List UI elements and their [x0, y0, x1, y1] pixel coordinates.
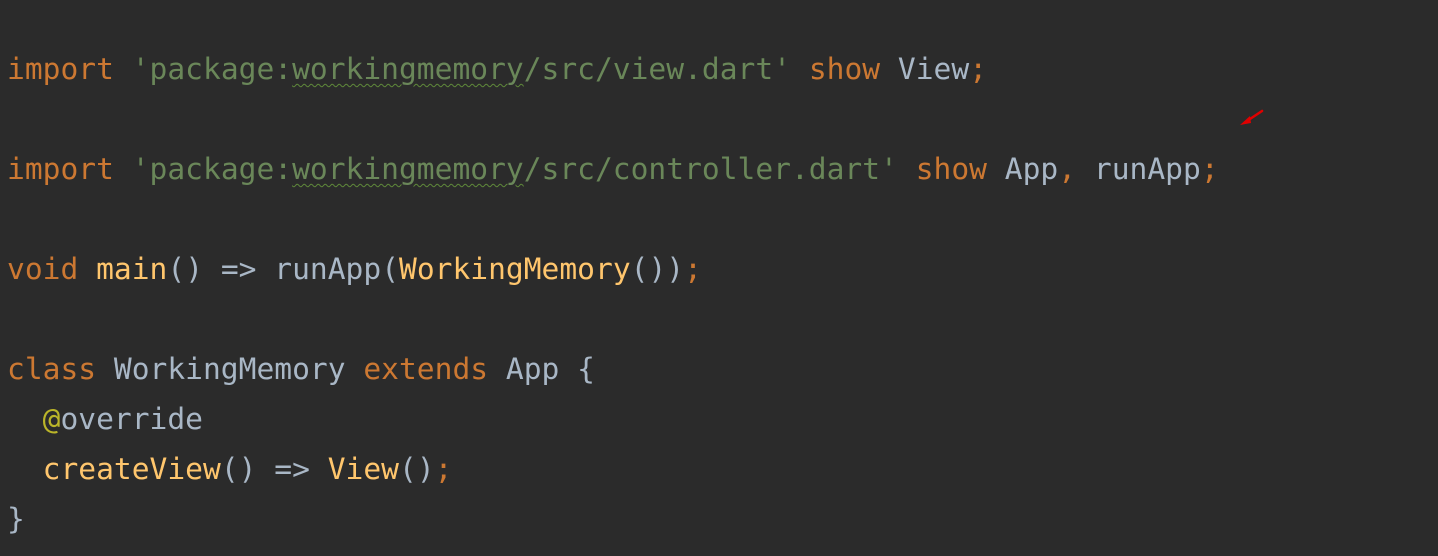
code-token-identifier: WorkingMemory: [96, 352, 364, 386]
code-token-identifier: override: [60, 402, 204, 436]
code-token-keyword: show: [915, 152, 987, 186]
code-token-identifier: View: [880, 52, 970, 86]
code-token-keyword: ;: [1200, 152, 1219, 186]
code-token-keyword: ,: [1058, 152, 1077, 186]
code-token-string: workingmemory: [292, 152, 524, 186]
code-token-function: WorkingMemory: [399, 252, 631, 286]
code-token-function: createView: [42, 452, 221, 486]
code-token-string: /src/controller.dart': [523, 152, 898, 186]
code-token-identifier: [114, 52, 132, 86]
code-token-keyword: import: [7, 152, 114, 186]
code-token-identifier: [791, 52, 809, 86]
red-arrow-icon: [1240, 109, 1264, 125]
code-token-identifier: [114, 152, 132, 186]
code-line-main[interactable]: void main() => runApp(WorkingMemory());: [7, 244, 702, 294]
code-token-keyword: ;: [969, 52, 988, 86]
code-line-import-controller[interactable]: import 'package:workingmemory/src/contro…: [7, 144, 1219, 194]
code-token-string: 'package:: [131, 152, 293, 186]
code-token-identifier: }: [7, 502, 25, 536]
code-token-keyword: show: [808, 52, 881, 86]
code-token-identifier: App: [986, 152, 1059, 186]
code-token-string: workingmemory: [292, 52, 524, 86]
code-line-import-view[interactable]: import 'package:workingmemory/src/view.d…: [7, 44, 987, 94]
code-token-function: View: [327, 452, 399, 486]
code-token-keyword: void: [7, 252, 79, 286]
code-line-override-annotation[interactable]: @override: [7, 394, 203, 444]
code-token-function: main: [96, 252, 168, 286]
code-token-identifier: (): [399, 452, 435, 486]
code-token-string: 'package:: [131, 52, 293, 86]
code-token-identifier: [898, 152, 916, 186]
code-token-identifier: runApp: [1076, 152, 1201, 186]
code-token-keyword: extends: [363, 352, 489, 386]
code-token-string: /src/view.dart': [523, 52, 791, 86]
code-token-keyword: import: [7, 52, 114, 86]
code-token-keyword: ;: [434, 452, 453, 486]
code-token-identifier: [7, 452, 43, 486]
code-token-keyword: class: [7, 352, 97, 386]
code-token-annotation: @: [42, 402, 61, 436]
code-line-class-declaration[interactable]: class WorkingMemory extends App {: [7, 344, 595, 394]
code-token-identifier: () =>: [220, 452, 328, 486]
code-token-identifier: App {: [488, 352, 595, 386]
code-token-identifier: () => runApp(: [167, 252, 400, 286]
code-token-keyword: ;: [684, 252, 702, 286]
code-line-closing-brace[interactable]: }: [7, 494, 25, 544]
code-token-identifier: [78, 252, 96, 286]
code-token-identifier: ()): [630, 252, 685, 286]
code-line-create-view[interactable]: createView() => View();: [7, 444, 453, 494]
code-token-identifier: [7, 402, 43, 436]
